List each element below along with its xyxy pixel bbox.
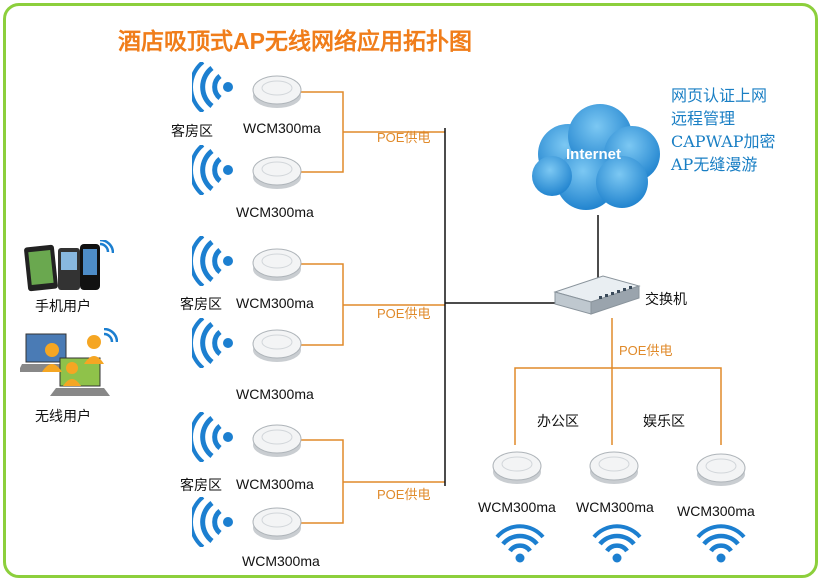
access-point-icon: [252, 507, 302, 540]
access-point-icon: [252, 75, 302, 108]
wireless-users-label: 无线用户: [35, 408, 91, 424]
office-area-label: 办公区: [537, 413, 579, 429]
access-point-icon: [252, 424, 302, 457]
poe-label-2: POE供电: [377, 306, 431, 321]
ap-model-label: WCM300ma: [236, 476, 314, 492]
access-point-icon: [696, 453, 746, 486]
ap-model-label: WCM300ma: [236, 295, 314, 311]
ap-model-label: WCM300ma: [242, 553, 320, 569]
backbone-lines: [444, 128, 599, 486]
access-point-icon: [252, 248, 302, 281]
room-area-label-1: 客房区: [171, 123, 213, 139]
wifi-signal-icon: [696, 524, 746, 563]
poe-label-4: POE供电: [619, 343, 673, 358]
wifi-signal-icon: [192, 62, 233, 112]
room-area-label-3: 客房区: [180, 477, 222, 493]
wireless-users-icon: [20, 328, 118, 396]
ap-model-label: WCM300ma: [243, 120, 321, 136]
mobile-devices-icon: [24, 240, 114, 292]
internet-cloud-icon: [532, 104, 660, 210]
room-area-label-2: 客房区: [180, 296, 222, 312]
wifi-signal-icon: [192, 412, 233, 462]
wifi-signal-icon: [192, 145, 233, 195]
switch-icon: [553, 275, 641, 315]
ap-model-label: WCM300ma: [236, 204, 314, 220]
switch-label: 交换机: [645, 291, 687, 307]
ap-model-label: WCM300ma: [576, 499, 654, 515]
feature-roaming: AP无缝漫游: [671, 155, 758, 174]
poe-label-3: POE供电: [377, 487, 431, 502]
wifi-signal-icon: [495, 524, 545, 563]
poe-label-1: POE供电: [377, 130, 431, 145]
ap-model-label: WCM300ma: [236, 386, 314, 402]
wifi-signal-icon: [192, 497, 233, 547]
access-point-icon: [492, 451, 542, 484]
ap-model-label: WCM300ma: [478, 499, 556, 515]
wifi-signal-icon: [192, 236, 233, 286]
wifi-signal-icon: [592, 524, 642, 563]
diagram-frame: [3, 3, 818, 578]
access-point-icon: [589, 451, 639, 484]
feature-capwap: CAPWAP加密: [671, 132, 776, 151]
ap-model-label: WCM300ma: [677, 503, 755, 519]
mobile-users-label: 手机用户: [35, 298, 91, 314]
access-point-icon: [252, 156, 302, 189]
diagram-title: 酒店吸顶式AP无线网络应用拓扑图: [118, 28, 472, 54]
poe-lines: [300, 91, 722, 524]
feature-remote-management: 远程管理: [671, 109, 736, 128]
wifi-signal-icon: [192, 318, 233, 368]
feature-web-auth: 网页认证上网: [671, 86, 768, 105]
internet-label: Internet: [566, 146, 622, 163]
entertainment-area-label: 娱乐区: [643, 413, 685, 429]
access-point-icon: [252, 329, 302, 362]
